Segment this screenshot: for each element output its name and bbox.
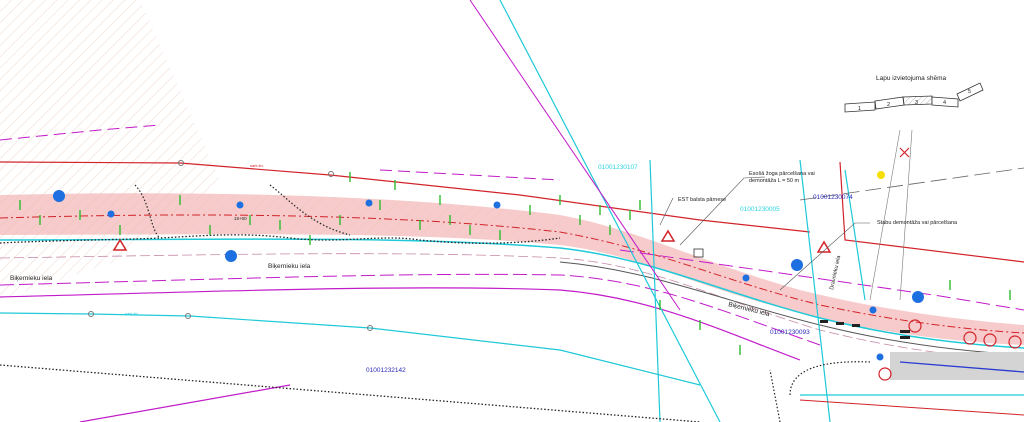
- grey-road-line: [559, 261, 1024, 356]
- leader-lines: [659, 176, 870, 291]
- road-line: [0, 273, 821, 346]
- dotted-edge: [134, 184, 351, 239]
- annotation-pole: EST balsta pārnese: [678, 197, 726, 203]
- magenta-line: [0, 287, 801, 361]
- dotted-edge: [769, 361, 871, 422]
- annotation-fence-2: demontāža L = 50 m: [749, 178, 800, 184]
- street-label: Dravnieku iela: [829, 254, 842, 290]
- cross-marker: [899, 147, 910, 158]
- street-label: Biķernieku iela: [268, 263, 311, 270]
- sheet-3: 3: [915, 100, 918, 106]
- cyan-line: [799, 159, 831, 422]
- magenta-line: [79, 384, 291, 422]
- north-symbol: [693, 248, 704, 258]
- chainage-label: 18+00: [234, 216, 247, 221]
- thin-line: [899, 129, 913, 301]
- blue-markers: [53, 190, 924, 303]
- grey-dashed-line: [799, 167, 1024, 201]
- sheet-4: 4: [943, 100, 946, 106]
- axis-line: [0, 214, 1024, 334]
- sheet-1: 1: [858, 106, 861, 112]
- parcel-label: 01001230005: [740, 206, 780, 213]
- survey-points: [88, 160, 373, 331]
- removal-markers: [878, 319, 1022, 381]
- annotation-posts: Stabu demontāža vai pārcelšana: [877, 220, 958, 226]
- cyan-line: [649, 159, 661, 422]
- parcel-label: 01001230107: [598, 164, 638, 171]
- parcel-label: 01001230093: [770, 329, 810, 336]
- lk-line: [899, 361, 1024, 373]
- warning-triangles: [112, 229, 832, 253]
- cyan-line: [0, 312, 701, 386]
- annotation-fence: Esošā žoga pārcelšana vai: [749, 171, 815, 177]
- street-label: Biķernieku iela: [728, 301, 771, 318]
- black-dotted-line: [0, 364, 701, 422]
- magenta-line: [0, 124, 561, 181]
- greenery: [19, 172, 1011, 355]
- key-plan-title: Lapu izvietojuma shēma: [876, 75, 946, 82]
- cyan-line: [499, 0, 721, 422]
- red-line-tag: sark.lin.: [250, 163, 264, 168]
- sheet-5: 5: [968, 89, 971, 95]
- parcel-label: 01001230074: [813, 194, 853, 201]
- yellow-marker: [877, 171, 885, 179]
- thin-line: [869, 129, 901, 301]
- dashed-block: [820, 320, 910, 339]
- red-line: [799, 399, 1024, 416]
- red-line: [0, 161, 811, 233]
- road-hatch: [0, 193, 560, 245]
- red-line: [839, 161, 1024, 263]
- key-plan: [844, 82, 984, 113]
- road-edge: [0, 238, 1024, 349]
- magenta-line: [619, 249, 1024, 311]
- magenta-line: [469, 0, 681, 311]
- street-label: Biķernieku iela: [10, 275, 53, 282]
- lamp-icons: [107, 199, 884, 361]
- parcel-label: 01001232142: [366, 367, 406, 374]
- sheet-2: 2: [887, 102, 890, 108]
- cyan-line: [844, 169, 866, 301]
- cyan-line-tag: sark.lin.: [125, 311, 139, 316]
